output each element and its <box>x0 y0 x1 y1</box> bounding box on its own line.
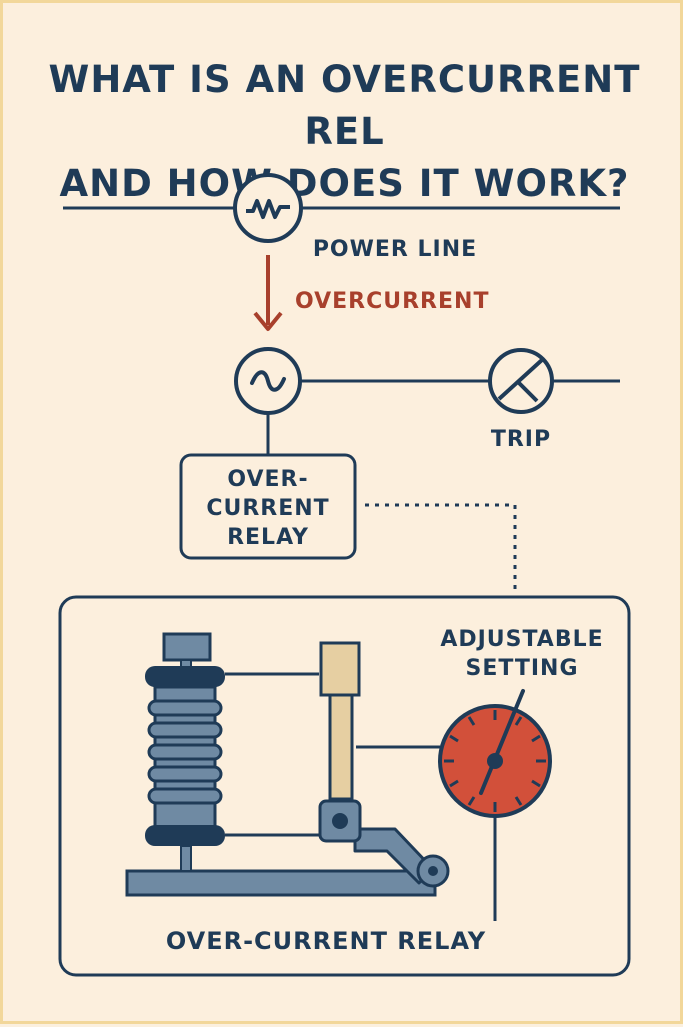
ac-circuit: TRIP <box>234 347 620 455</box>
coil-icon <box>145 632 225 872</box>
power-line: POWER LINE <box>63 173 620 262</box>
ac-source-icon <box>234 347 302 415</box>
resistor-circle-icon <box>233 173 303 243</box>
adjustable-label-line-2: SETTING <box>465 656 578 681</box>
bottom-caption: OVER-CURRENT RELAY <box>166 927 486 955</box>
relay-box-line-2: CURRENT <box>206 496 329 521</box>
page-title: WHAT IS AN OVERCURRENT REL AND HOW DOES … <box>3 54 683 210</box>
relay-box-line-1: OVER- <box>227 467 308 492</box>
relay-box: OVER- CURRENT RELAY <box>179 453 357 560</box>
overcurrent-arrow: OVERCURRENT <box>253 255 489 331</box>
relay-box-line-3: RELAY <box>227 525 309 550</box>
gauge-icon <box>438 689 552 921</box>
overcurrent-label: OVERCURRENT <box>295 289 489 314</box>
diagram-canvas: POWER LINE OVERCURRENT TRIP <box>58 173 631 977</box>
power-line-label: POWER LINE <box>313 237 477 262</box>
trip-label: TRIP <box>491 427 551 452</box>
breaker-icon <box>488 348 554 414</box>
adjustable-label-line-1: ADJUSTABLE <box>440 627 603 652</box>
dotted-connector <box>365 503 517 593</box>
base-plate <box>125 869 437 897</box>
plunger-icon <box>319 641 361 801</box>
title-line-2: AND HOW DOES IT WORK? <box>59 161 630 205</box>
title-line-1: WHAT IS AN OVERCURRENT REL <box>48 57 641 153</box>
lever-arm-icon <box>318 799 450 888</box>
